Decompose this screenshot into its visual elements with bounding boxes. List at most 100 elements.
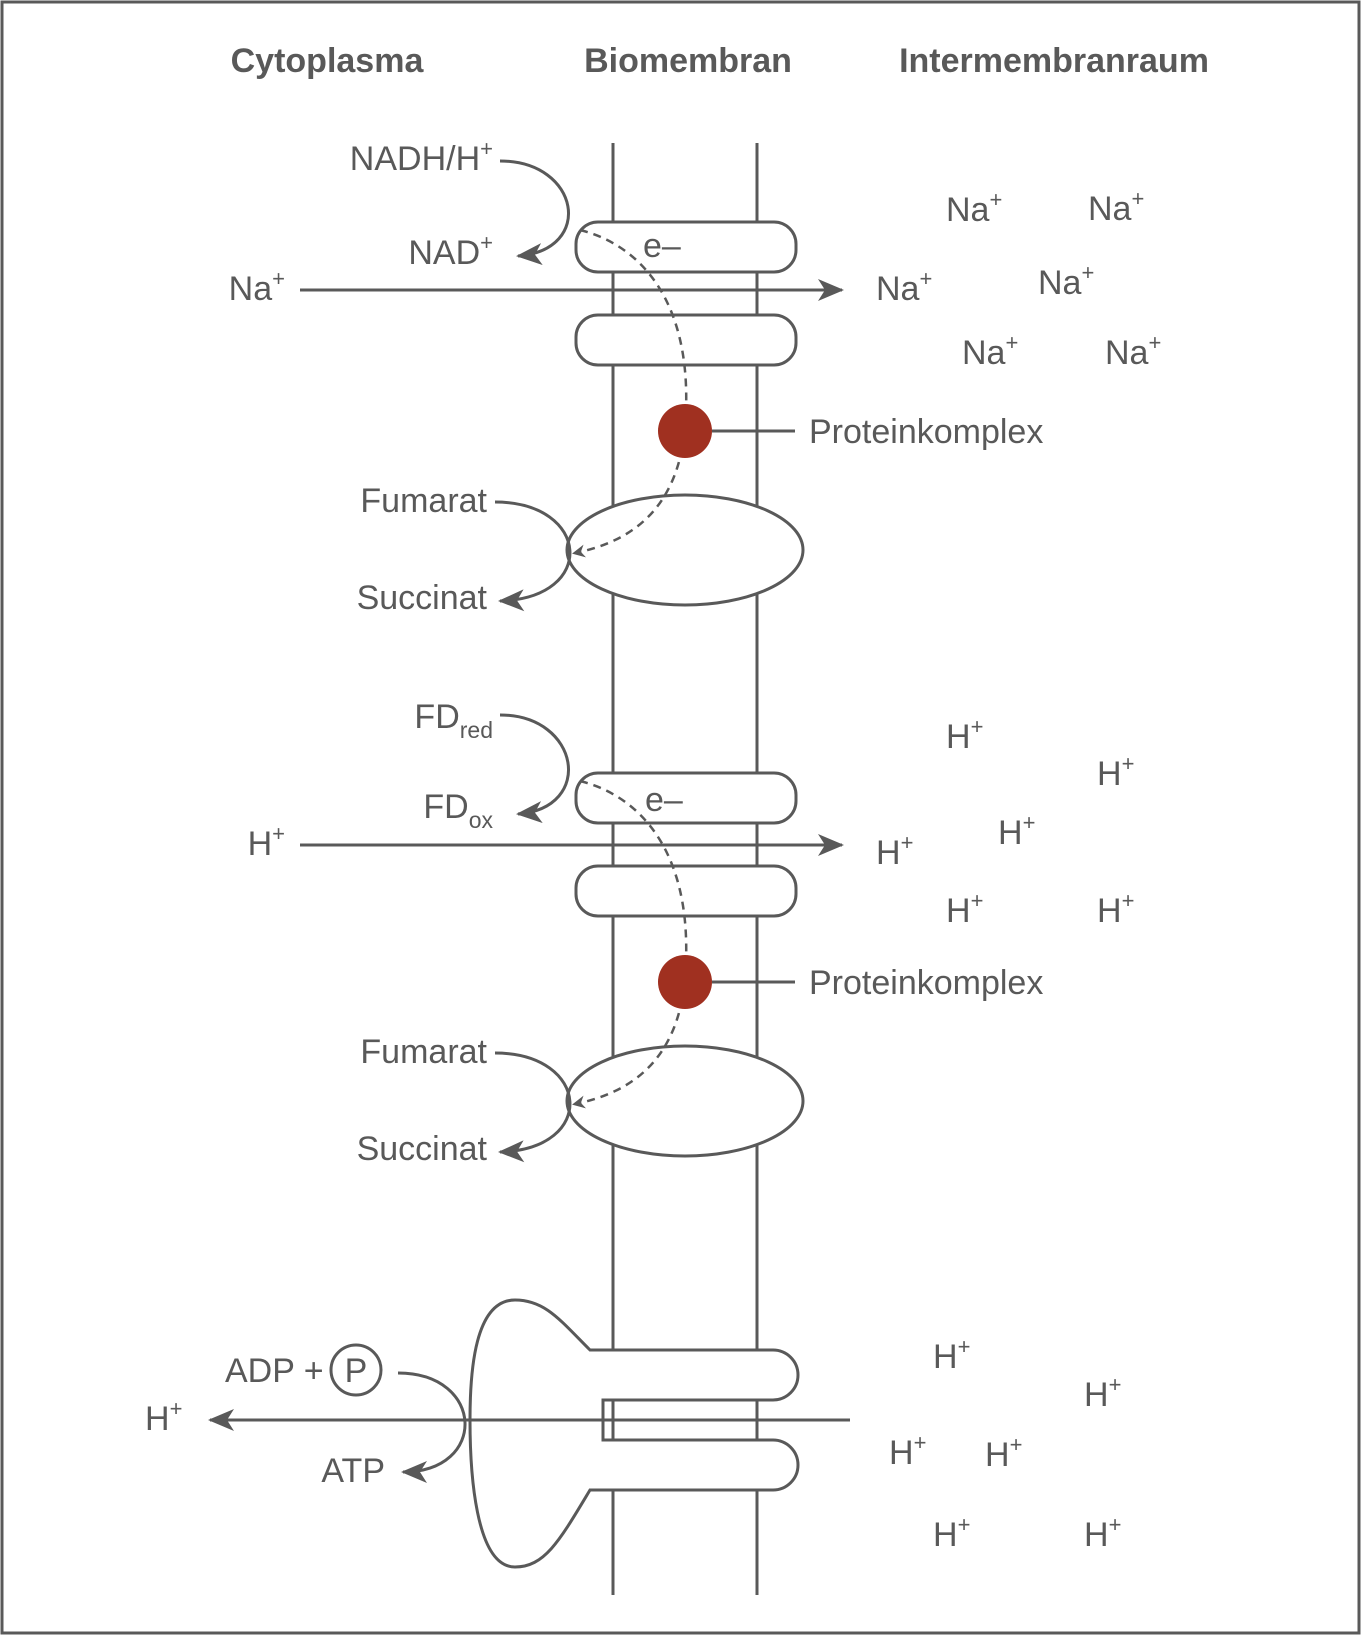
h-base: H xyxy=(946,892,971,930)
phosphate-circle xyxy=(329,1343,383,1397)
protein-complex-1 xyxy=(658,404,712,458)
protein-complex-2-label: Proteinkomplex xyxy=(809,964,1043,1002)
fumarate-succinate-arrow-2 xyxy=(494,1051,572,1163)
h-base: H xyxy=(1084,1516,1109,1554)
na-intermembrane-1: Na+ xyxy=(946,187,1002,229)
fd-ox-sub: ox xyxy=(469,807,494,833)
h-sup: + xyxy=(1122,751,1135,776)
adp-atp-arrow xyxy=(397,1371,467,1483)
na-sup: + xyxy=(1005,330,1018,355)
na-sup: + xyxy=(989,187,1002,212)
h-intermembrane-11: H+ xyxy=(933,1512,970,1554)
na-base: Na xyxy=(946,191,990,229)
na-base: Na xyxy=(1038,264,1082,302)
h-base: H xyxy=(998,814,1023,852)
h-base: H xyxy=(1097,755,1122,793)
h-base: H xyxy=(985,1436,1010,1474)
h-intermembrane-8: H+ xyxy=(1084,1372,1121,1414)
na-cytoplasm-base: Na xyxy=(229,270,273,308)
succinate-1-label: Succinat xyxy=(357,579,488,617)
h-sup: + xyxy=(958,1512,971,1537)
h-base: H xyxy=(1097,892,1122,930)
nad-sup: + xyxy=(480,230,493,255)
h-intermembrane-2: H+ xyxy=(1097,751,1134,793)
atp-synthase xyxy=(468,1298,800,1569)
nadh-base: NADH/H xyxy=(350,140,480,178)
fd-arrow xyxy=(499,713,570,824)
na-intermembrane-4: Na+ xyxy=(1038,260,1094,302)
h-base: H xyxy=(946,718,971,756)
h-base: H xyxy=(933,1338,958,1376)
h-cytoplasm-atp-label: H+ xyxy=(145,1396,182,1438)
header-membrane: Biomembran xyxy=(584,42,792,80)
nadh-label: NADH/H+ xyxy=(350,136,493,178)
h-sup: + xyxy=(1109,1372,1122,1397)
h-intermembrane-7: H+ xyxy=(933,1334,970,1376)
h-sup: + xyxy=(1109,1512,1122,1537)
succinate-2-label: Succinat xyxy=(357,1130,488,1168)
header-cytoplasm: Cytoplasma xyxy=(231,42,425,80)
electron-1-label: e– xyxy=(643,227,681,265)
na-base: Na xyxy=(1105,334,1149,372)
h-cytoplasm-sup: + xyxy=(272,821,285,846)
na-sup: + xyxy=(919,266,932,291)
na-intermembrane-3: Na+ xyxy=(876,266,932,308)
h-intermembrane-10: H+ xyxy=(985,1432,1022,1474)
h-intermembrane-12: H+ xyxy=(1084,1512,1121,1554)
electron-2-label: e– xyxy=(645,781,683,819)
h-base: H xyxy=(145,1400,170,1438)
nad-label: NAD+ xyxy=(408,230,493,272)
h-cytoplasm-label: H+ xyxy=(248,821,285,863)
h-sup: + xyxy=(958,1334,971,1359)
h-base: H xyxy=(1084,1376,1109,1414)
nadh-arrow xyxy=(499,159,570,266)
h-sup: + xyxy=(971,714,984,739)
h-sup: + xyxy=(914,1430,927,1455)
protein-complex-1-label: Proteinkomplex xyxy=(809,413,1043,451)
na-cytoplasm-label: Na+ xyxy=(229,266,285,308)
phosphate-label: P xyxy=(345,1352,368,1390)
membrane-channel-lower-2 xyxy=(574,864,798,918)
fumarate-reductase-2 xyxy=(565,1044,805,1158)
h-intermembrane-4: H+ xyxy=(998,810,1035,852)
fd-ox-label: FDox xyxy=(423,788,493,833)
h-sup: + xyxy=(1023,810,1036,835)
h-sup: + xyxy=(170,1396,183,1421)
h-intermembrane-6: H+ xyxy=(1097,888,1134,930)
h-intermembrane-5: H+ xyxy=(946,888,983,930)
nadh-sup: + xyxy=(480,136,493,161)
fumarate-1-label: Fumarat xyxy=(360,482,487,520)
na-base: Na xyxy=(876,270,920,308)
na-intermembrane-2: Na+ xyxy=(1088,186,1144,228)
h-sup: + xyxy=(971,888,984,913)
h-sup: + xyxy=(1122,888,1135,913)
fumarate-succinate-arrow-1 xyxy=(494,500,572,612)
membrane-channel-lower-1 xyxy=(574,313,798,367)
h-base: H xyxy=(876,834,901,872)
h-intermembrane-3: H+ xyxy=(876,830,913,872)
h-cytoplasm-base: H xyxy=(248,825,273,863)
nad-base: NAD xyxy=(408,234,480,272)
h-base: H xyxy=(889,1434,914,1472)
fumarate-reductase-1 xyxy=(565,493,805,607)
h-sup: + xyxy=(901,830,914,855)
na-intermembrane-6: Na+ xyxy=(1105,330,1161,372)
na-sup: + xyxy=(1131,186,1144,211)
fd-red-base: FD xyxy=(414,698,459,736)
h-intermembrane-9: H+ xyxy=(889,1430,926,1472)
na-base: Na xyxy=(1088,190,1132,228)
na-cytoplasm-sup: + xyxy=(272,266,285,291)
fd-red-sub: red xyxy=(460,717,493,743)
na-sup: + xyxy=(1148,330,1161,355)
fumarate-2-label: Fumarat xyxy=(360,1033,487,1071)
h-sup: + xyxy=(1010,1432,1023,1457)
na-intermembrane-5: Na+ xyxy=(962,330,1018,372)
protein-complex-2 xyxy=(658,955,712,1009)
adp-label: ADP + xyxy=(225,1352,324,1390)
membrane-channel-upper-1 xyxy=(574,220,798,274)
na-base: Na xyxy=(962,334,1006,372)
h-intermembrane-1: H+ xyxy=(946,714,983,756)
h-base: H xyxy=(933,1516,958,1554)
